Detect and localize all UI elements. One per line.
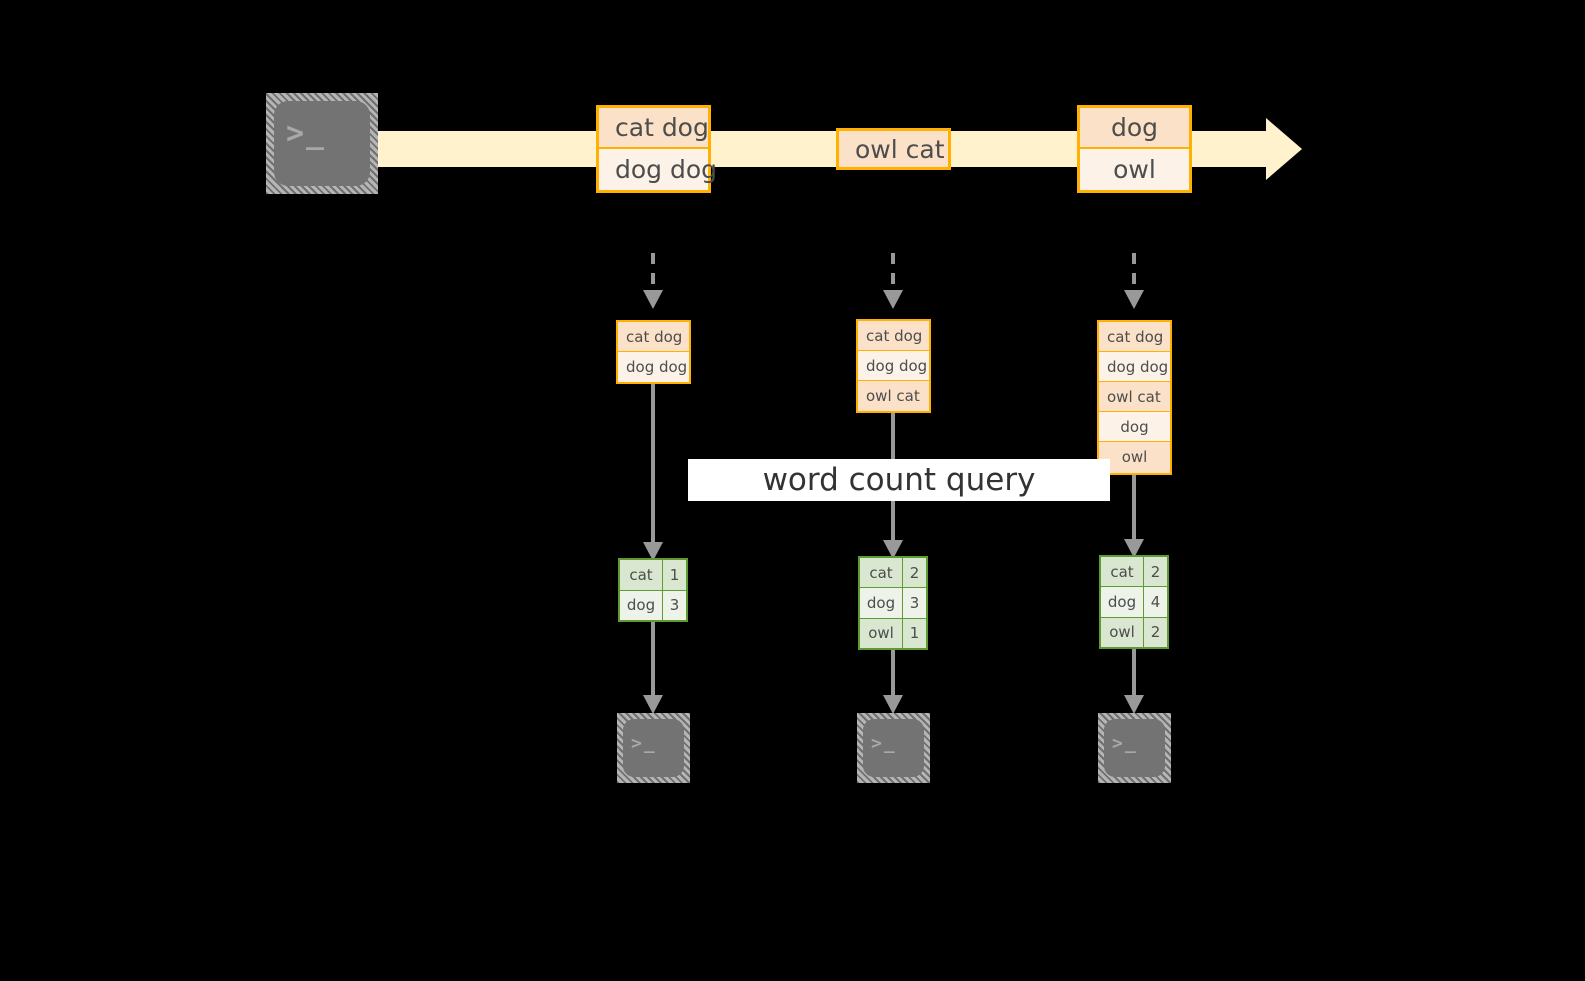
result-count: 1	[909, 624, 920, 643]
snapshot-input-line: dog dog	[858, 351, 929, 381]
snapshot-3-input-dash	[1132, 253, 1136, 291]
prompt-glyph: >_	[1112, 733, 1138, 754]
table-row: owl 1	[860, 618, 926, 648]
snapshot-2-result-table[interactable]: cat 2 dog 3 owl 1	[858, 556, 928, 650]
result-word: cat	[1101, 557, 1144, 587]
result-word: owl	[1101, 617, 1144, 647]
result-count: 3	[669, 596, 680, 615]
snapshot-2-sink-arrowhead-icon	[883, 695, 903, 714]
stream-arrowhead-icon	[1266, 118, 1302, 180]
snapshot-3-sink-terminal-icon[interactable]: >_	[1098, 713, 1171, 783]
stream-event-line: owl	[1080, 149, 1189, 190]
terminal-plate	[863, 719, 924, 777]
snapshot-1-input-box[interactable]: cat dog dog dog	[616, 320, 691, 384]
snapshot-2-sink-edge	[891, 650, 895, 700]
snapshot-1-sink-edge	[651, 622, 655, 700]
result-word: cat	[860, 558, 903, 588]
prompt-glyph: >_	[286, 116, 327, 151]
result-count: 4	[1150, 592, 1161, 611]
stream-event-line: owl cat	[839, 131, 948, 167]
result-count: 3	[909, 593, 920, 612]
snapshot-2-input-box[interactable]: cat dog dog dog owl cat	[856, 319, 931, 413]
table-row: dog 4	[1101, 587, 1167, 618]
snapshot-input-line: owl cat	[1099, 382, 1170, 412]
snapshot-input-line: cat dog	[858, 321, 929, 351]
snapshot-2-input-arrowhead-icon	[883, 290, 903, 309]
snapshot-input-line: cat dog	[618, 322, 689, 352]
snapshot-1-result-table[interactable]: cat 1 dog 3	[618, 558, 688, 622]
query-label: word count query	[688, 459, 1110, 501]
table-row: dog 3	[620, 590, 686, 620]
result-word: dog	[1101, 587, 1144, 617]
terminal-plate	[1104, 719, 1165, 777]
snapshot-input-line: owl cat	[858, 381, 929, 411]
terminal-plate	[623, 719, 684, 777]
stream-event-2[interactable]: owl cat	[836, 128, 951, 170]
snapshot-3-input-arrowhead-icon	[1124, 290, 1144, 309]
result-count: 1	[669, 565, 680, 584]
table-row: cat 1	[620, 560, 686, 591]
snapshot-input-line: owl	[1099, 442, 1170, 472]
result-word: dog	[620, 590, 663, 620]
terminal-plate	[274, 101, 370, 186]
stream-event-1[interactable]: cat dog dog dog	[596, 105, 717, 193]
snapshot-3-result-table[interactable]: cat 2 dog 4 owl 2	[1099, 555, 1169, 649]
table-row: dog 3	[860, 588, 926, 619]
result-count: 2	[909, 563, 920, 582]
snapshot-3-query-edge	[1132, 475, 1136, 545]
prompt-glyph: >_	[871, 733, 897, 754]
source-terminal-icon[interactable]: >_	[266, 93, 378, 194]
snapshot-3-sink-arrowhead-icon	[1124, 695, 1144, 714]
stream-event-line: dog	[1080, 108, 1189, 149]
snapshot-3-input-box[interactable]: cat dog dog dog owl cat dog owl	[1097, 320, 1172, 475]
stream-event-line: cat dog	[599, 108, 709, 149]
snapshot-3-query-arrowhead-icon	[1124, 539, 1144, 558]
snapshot-input-line: dog dog	[618, 352, 689, 382]
result-count: 2	[1150, 623, 1161, 642]
snapshot-3-sink-edge	[1132, 649, 1136, 700]
snapshot-input-line: cat dog	[1099, 322, 1170, 352]
prompt-glyph: >_	[631, 733, 657, 754]
stream-event-line: dog dog	[599, 149, 717, 190]
snapshot-input-line: dog	[1099, 412, 1170, 442]
snapshot-input-line: dog dog	[1099, 352, 1170, 382]
snapshot-2-sink-terminal-icon[interactable]: >_	[857, 713, 930, 783]
table-row: owl 2	[1101, 617, 1167, 647]
snapshot-2-input-dash	[891, 253, 895, 291]
snapshot-2-query-arrowhead-icon	[883, 540, 903, 559]
table-row: cat 2	[1101, 557, 1167, 588]
snapshot-1-input-dash	[651, 253, 655, 291]
stream-event-3[interactable]: dog owl	[1077, 105, 1192, 193]
snapshot-1-query-edge	[651, 384, 655, 549]
snapshot-1-query-arrowhead-icon	[643, 542, 663, 561]
result-count: 2	[1150, 562, 1161, 581]
query-label-text: word count query	[762, 462, 1036, 498]
result-word: dog	[860, 588, 903, 618]
snapshot-1-sink-arrowhead-icon	[643, 695, 663, 714]
snapshot-1-input-arrowhead-icon	[643, 290, 663, 309]
snapshot-1-sink-terminal-icon[interactable]: >_	[617, 713, 690, 783]
result-word: cat	[620, 560, 663, 590]
table-row: cat 2	[860, 558, 926, 589]
result-word: owl	[860, 618, 903, 648]
